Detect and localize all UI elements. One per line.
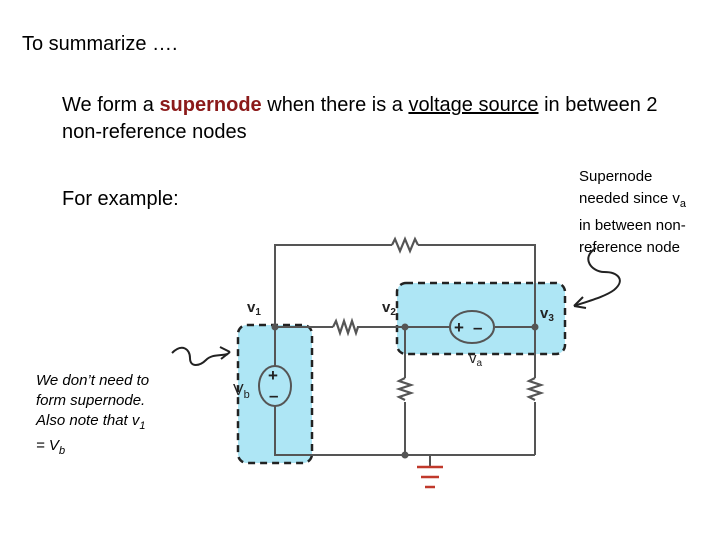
- va-minus: –: [473, 318, 482, 337]
- note-left-line1: We don’t need to: [36, 372, 150, 389]
- resistor-top: [391, 236, 419, 254]
- voltage-source-va: [449, 310, 495, 344]
- voltage-source-term: voltage source: [408, 94, 539, 116]
- supernode-term: supernode: [159, 94, 262, 116]
- voltage-source-vb: [258, 365, 292, 407]
- va-label: va: [469, 350, 483, 369]
- wire-top-left: [274, 244, 392, 327]
- note-right-line2: needed since va: [579, 190, 687, 210]
- para-part2: when there is a: [261, 94, 409, 116]
- example-label: For example:: [62, 188, 179, 210]
- para-part1: We form a: [62, 94, 160, 116]
- para-part3: in between 2 non-reference nodes: [62, 94, 658, 143]
- supernode-note: Supernode needed since va in between non…: [579, 166, 719, 259]
- squiggle-arrow-right: [573, 247, 621, 309]
- node-v1-label: v1: [247, 299, 261, 318]
- note-right-line3: in between non-: [579, 217, 686, 234]
- node-bottom-dot: [401, 451, 409, 459]
- va-plus: +: [454, 318, 464, 337]
- wires: [274, 244, 536, 467]
- vb-label: Vb: [233, 382, 250, 401]
- resistor-middle: [332, 317, 360, 337]
- slide-heading: To summarize ….: [22, 33, 178, 55]
- node-v2-label: v2: [382, 299, 396, 318]
- node-v3-label: v3: [540, 305, 554, 324]
- vb-minus: –: [269, 386, 278, 405]
- wire-top-right: [418, 244, 536, 327]
- note-left-line4: = Vb: [36, 437, 66, 457]
- node-v3-dot: [531, 323, 539, 331]
- resistor-v2-branch: [395, 377, 415, 401]
- wire-vb-bottom: [274, 404, 535, 456]
- no-supernode-note: We don’t need to form supernode. Also no…: [36, 371, 186, 461]
- ground-icon: [417, 465, 443, 489]
- vb-plus: +: [268, 366, 278, 385]
- note-left-line2: form supernode.: [36, 392, 146, 409]
- node-v2-dot: [401, 323, 409, 331]
- note-right-line4: reference node: [579, 239, 680, 256]
- definition-paragraph: We form a supernode when there is a volt…: [62, 92, 672, 146]
- resistor-v3-branch: [525, 377, 545, 401]
- note-right-line1: Supernode: [579, 168, 653, 185]
- squiggle-arrow-left: [171, 346, 231, 366]
- note-left-line3: Also note that v1: [36, 412, 146, 432]
- node-v1-dot: [271, 323, 279, 331]
